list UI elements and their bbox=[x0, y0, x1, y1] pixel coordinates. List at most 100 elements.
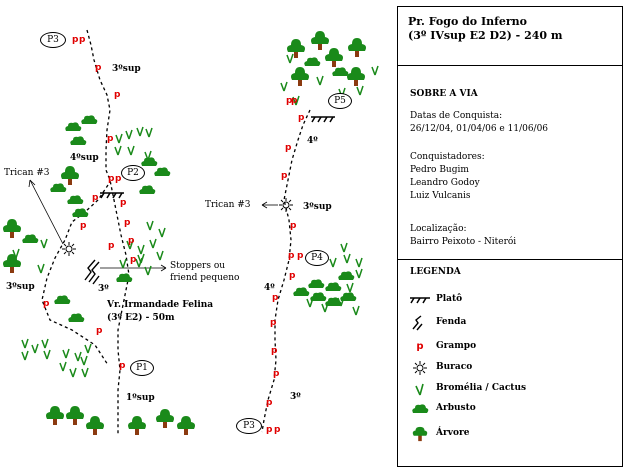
bolt-icon: p bbox=[80, 221, 87, 231]
bolt-icon: p bbox=[286, 96, 293, 106]
bromeliad-icon bbox=[31, 343, 39, 354]
shrub-icon bbox=[54, 295, 71, 304]
bolt-icon: p bbox=[119, 361, 126, 371]
climbers-label: Conquistadores: bbox=[410, 152, 485, 162]
shrub-icon bbox=[116, 273, 133, 282]
tree-icon bbox=[177, 416, 195, 435]
bromeliad-icon bbox=[137, 244, 145, 255]
grade-3-mid: 3º bbox=[98, 284, 109, 294]
divider bbox=[398, 259, 622, 260]
station-p5: P5 bbox=[328, 93, 352, 109]
shrub-icon bbox=[139, 185, 156, 194]
route-title-line1: Pr. Fogo do Inferno bbox=[408, 15, 527, 28]
bolt-icon: p bbox=[298, 113, 305, 123]
legend-label: Platô bbox=[436, 294, 463, 304]
bromeliad-icon bbox=[329, 257, 337, 268]
shrub-icon bbox=[338, 271, 355, 280]
bolt-icon: p bbox=[128, 236, 135, 246]
bromeliad-icon bbox=[356, 85, 364, 96]
bolt-icon: p bbox=[120, 198, 127, 208]
tree-icon bbox=[128, 416, 146, 435]
bolt-icon: p bbox=[108, 174, 115, 184]
bolt-icon: p bbox=[114, 90, 121, 100]
bolt-icon: p bbox=[130, 255, 137, 265]
bolt-icon: p bbox=[96, 326, 103, 336]
tree-icon bbox=[3, 254, 21, 273]
bromeliad-icon bbox=[62, 348, 70, 359]
bolt-icon: p bbox=[285, 143, 292, 153]
hole-left bbox=[62, 242, 76, 256]
legend-label: Grampo bbox=[436, 341, 477, 351]
bolt-icon: p bbox=[416, 341, 424, 352]
route-title: Pr. Fogo do Inferno (3º IVsup E2 D2) - 2… bbox=[408, 15, 563, 43]
bromeliad-icon bbox=[80, 355, 88, 366]
route-line-right bbox=[261, 109, 311, 433]
shrub-icon bbox=[141, 157, 158, 166]
location-value: Bairro Peixoto - Niterói bbox=[410, 237, 517, 247]
bromeliad-icon bbox=[340, 242, 348, 253]
hole-icon bbox=[413, 361, 427, 375]
bolt-icon: p bbox=[95, 63, 102, 73]
bromeliad-icon bbox=[337, 296, 345, 307]
legend-label: Árvore bbox=[436, 428, 470, 438]
shrub-icon bbox=[65, 122, 82, 131]
bolt-icon: p bbox=[288, 251, 295, 261]
bromeliad-icon bbox=[59, 361, 67, 372]
bromeliad-icon bbox=[37, 263, 45, 274]
ledge-icon bbox=[410, 297, 430, 304]
bromeliad-icon bbox=[84, 343, 92, 354]
bolt-icon: p bbox=[290, 221, 297, 231]
divider bbox=[398, 65, 622, 66]
dates-label: Datas de Conquista: bbox=[410, 111, 503, 121]
shrub-icon bbox=[332, 67, 349, 76]
crack-icon bbox=[412, 315, 423, 331]
trican-label-left: Trican #3 bbox=[4, 168, 50, 178]
route-title-line2: (3º IVsup E2 D2) - 240 m bbox=[408, 29, 563, 42]
climber-3: Luiz Vulcanis bbox=[410, 191, 471, 201]
station-p3-right: P3 bbox=[236, 418, 262, 434]
shrub-icon bbox=[412, 404, 429, 413]
variant-name: Vr. Irmandade Felina bbox=[107, 300, 214, 310]
bolt-icon: p bbox=[266, 425, 273, 435]
bromeliad-icon bbox=[149, 238, 157, 249]
bolt-icon: p bbox=[271, 346, 278, 356]
arrows bbox=[28, 179, 278, 272]
dates-value: 26/12/04, 01/04/06 e 11/06/06 bbox=[410, 124, 549, 134]
legend-label: Fenda bbox=[436, 317, 467, 327]
bromeliad-icon bbox=[321, 302, 329, 313]
bromeliad-icon bbox=[127, 145, 135, 156]
bromeliad-icon bbox=[144, 265, 152, 276]
stoppers-label-2: friend pequeno bbox=[170, 273, 240, 283]
route-line-variant bbox=[41, 184, 109, 366]
bolt-icon: p bbox=[270, 318, 277, 328]
vegetation bbox=[3, 31, 379, 435]
bromeliad-icon bbox=[343, 253, 351, 264]
legend-label: Buraco bbox=[436, 362, 473, 372]
bolt-icon: p bbox=[108, 241, 115, 251]
bromeliad-icon bbox=[137, 253, 145, 264]
crack-feature bbox=[84, 259, 100, 285]
bromeliad-icon bbox=[156, 250, 164, 261]
station-p4: P4 bbox=[305, 250, 329, 266]
grade-3-right: 3º bbox=[290, 392, 301, 402]
shrub-icon bbox=[72, 208, 89, 217]
grade-3sup-top: 3ºsup bbox=[112, 64, 141, 74]
variant-grade: (3º E2) - 50m bbox=[107, 313, 175, 323]
bromeliad-icon bbox=[125, 129, 133, 140]
shrub-icon bbox=[325, 297, 342, 306]
bromeliad-icon bbox=[280, 81, 288, 92]
bromeliad-icon bbox=[145, 127, 153, 138]
tree-icon bbox=[325, 48, 343, 67]
shrub-icon bbox=[308, 279, 325, 288]
grade-3sup-left: 3ºsup bbox=[6, 282, 35, 292]
bolt-icon: p bbox=[115, 174, 122, 184]
bromeliad-icon bbox=[81, 367, 89, 378]
bolt-icon: p bbox=[297, 251, 304, 261]
bolt-icon: p bbox=[107, 134, 114, 144]
bromeliad-icon bbox=[306, 297, 314, 308]
tree-icon bbox=[311, 31, 329, 50]
bolt-icon: p bbox=[43, 299, 50, 309]
bromeliad-icon bbox=[292, 95, 300, 106]
bolt-icon: p bbox=[79, 35, 86, 45]
